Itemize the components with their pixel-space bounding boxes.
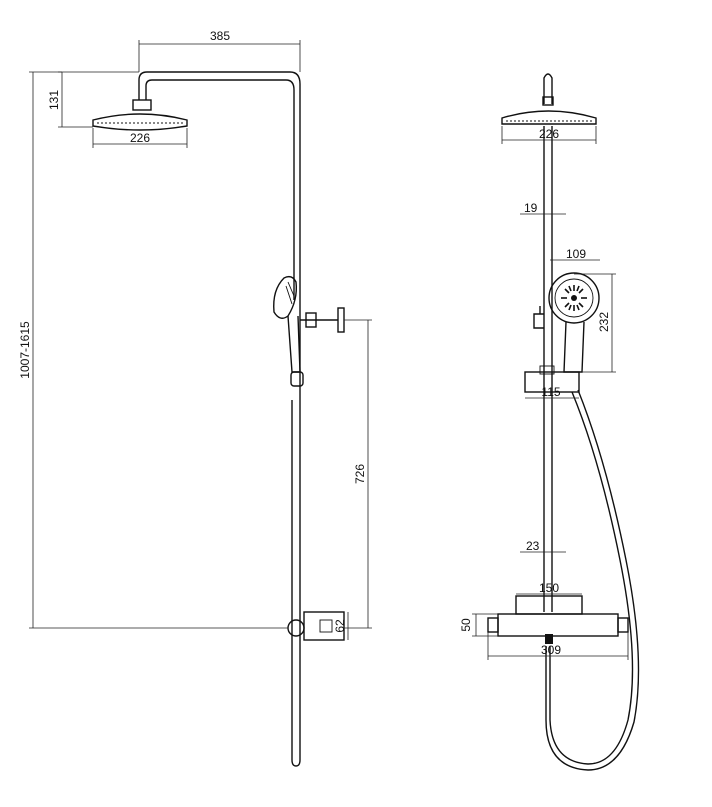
- front-hand-shower-ring: [554, 278, 594, 318]
- front-hose-outer: [545, 389, 640, 771]
- front-valve-top: [515, 595, 583, 615]
- front-view: 226 19 109 232 115 23 150 50 309: [459, 73, 640, 771]
- front-hand-shower-center: [571, 295, 577, 301]
- front-holder-bracket: [533, 313, 544, 329]
- side-head-connector: [132, 99, 152, 111]
- side-riser-pipe: [138, 71, 301, 767]
- front-valve-right-knob: [617, 617, 629, 633]
- front-overhead-head: [501, 110, 597, 125]
- side-wall-flange: [337, 307, 345, 333]
- front-hand-shower-grip: [563, 321, 585, 373]
- front-head-connector: [542, 96, 554, 106]
- side-hand-shower-grip: [287, 315, 301, 373]
- front-valve-left-knob: [487, 617, 499, 633]
- label-side-arm-length: 385: [210, 29, 230, 43]
- label-front-handshower-diameter: 109: [566, 247, 586, 261]
- front-hose: [549, 391, 634, 765]
- front-slider-knob: [539, 365, 555, 375]
- side-hand-shower-nozzles: [285, 281, 295, 305]
- label-side-total-height: 1007-1615: [18, 321, 32, 379]
- front-valve-outlet: [545, 634, 553, 644]
- front-valve-body: [497, 613, 619, 637]
- side-valve-body: [303, 611, 345, 641]
- label-front-lower-rail-diameter: 23: [526, 539, 540, 553]
- side-bracket-clamp: [305, 312, 317, 328]
- side-view: 385 131 226 1007-1615 726 62: [18, 29, 372, 767]
- side-hand-shower: [273, 275, 298, 319]
- label-front-handshower-height: 232: [597, 312, 611, 332]
- side-riser-pipe-inner: [145, 79, 295, 300]
- side-valve-inlet: [319, 619, 333, 633]
- label-side-holder-height: 726: [353, 464, 367, 484]
- label-front-rail-diameter: 19: [524, 201, 538, 215]
- label-front-head-diameter: 226: [539, 127, 559, 141]
- label-front-valve-width: 309: [541, 643, 561, 657]
- label-side-head-diameter: 226: [130, 131, 150, 145]
- front-slider: [524, 371, 580, 393]
- label-front-valve-height: 50: [459, 618, 473, 632]
- front-hand-shower-nozzles: [561, 285, 587, 311]
- front-riser-top: [543, 73, 553, 104]
- side-valve-knob: [287, 619, 305, 637]
- front-hand-shower-face: [548, 272, 600, 324]
- label-side-valve-depth: 62: [333, 619, 347, 633]
- label-side-head-height: 131: [47, 90, 61, 110]
- label-front-valve-center: 150: [539, 581, 559, 595]
- side-slider: [290, 371, 304, 387]
- side-overhead-head: [92, 113, 188, 131]
- label-front-slider-width: 115: [541, 385, 560, 399]
